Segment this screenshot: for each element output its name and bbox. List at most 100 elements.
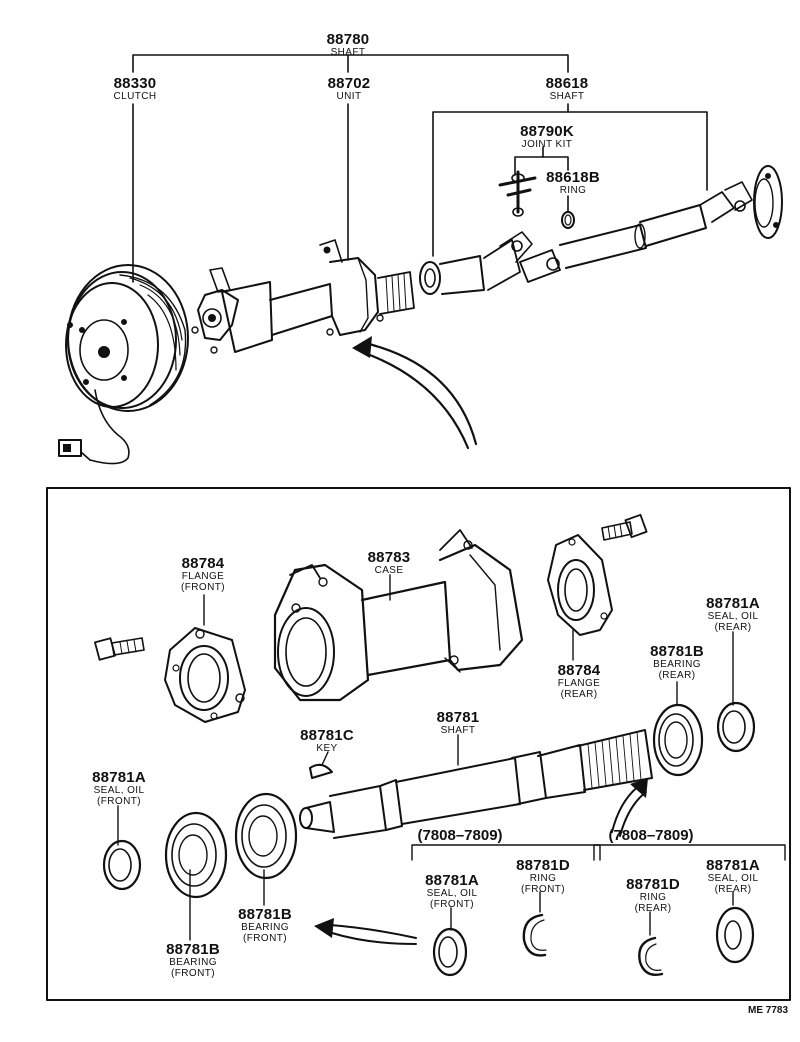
part-position: (FRONT): [521, 884, 565, 895]
part-name: FLANGE: [181, 571, 225, 582]
bearing-front-left-drawing: [164, 811, 228, 899]
ring-rear-drawing: [638, 936, 664, 976]
seal-rear-alt-drawing: [715, 906, 755, 964]
part-position: (FRONT): [243, 933, 287, 944]
part-number: 88783: [367, 549, 411, 566]
part-name: SEAL, OIL: [707, 611, 759, 622]
flange-front-drawing: [164, 627, 246, 723]
part-name: SEAL, OIL: [426, 888, 478, 899]
label-bearing-front-left: 88781B BEARING (FRONT): [166, 942, 220, 979]
label-clutch: 88330 CLUTCH: [114, 76, 157, 102]
label-bearing-rear: 88781B BEARING (REAR): [650, 644, 704, 681]
label-shaft-assy: 88780 SHAFT: [327, 32, 370, 58]
part-position: (REAR): [658, 670, 696, 681]
date-range-left: (7808–7809): [417, 827, 503, 844]
label-seal-rear-top: 88781A SEAL, OIL (REAR): [706, 596, 760, 633]
ring-front-drawing: [522, 913, 547, 957]
part-position: (REAR): [714, 884, 752, 895]
figure-code: ME 7783: [748, 1005, 789, 1016]
part-number: 88330: [113, 75, 157, 92]
part-number: 88781A: [706, 857, 760, 874]
clutch-drawing: [58, 264, 189, 465]
part-name: RING: [639, 892, 667, 903]
label-flange-rear: 88784 FLANGE (REAR): [558, 663, 601, 700]
label-shaft-rear: 88618 SHAFT: [546, 76, 589, 102]
part-name: FLANGE: [557, 678, 601, 689]
bolt-top-drawing: [601, 513, 648, 541]
label-seal-front-alt: 88781A SEAL, OIL (FRONT): [425, 873, 479, 910]
part-number: 88781B: [650, 643, 704, 660]
label-shaft: 88781 SHAFT: [437, 710, 480, 736]
part-name: SHAFT: [330, 47, 366, 58]
part-number: 88781A: [92, 769, 146, 786]
part-number: 88781D: [516, 857, 570, 874]
label-ring-rear: 88781D RING (REAR): [626, 877, 680, 914]
part-number: 88780: [326, 31, 370, 48]
label-seal-front-left: 88781A SEAL, OIL (FRONT): [92, 770, 146, 807]
part-name: CLUTCH: [113, 91, 157, 102]
label-case: 88783 CASE: [368, 550, 411, 576]
part-position: (REAR): [714, 622, 752, 633]
label-unit: 88702 UNIT: [328, 76, 371, 102]
part-number: 88781: [436, 709, 480, 726]
key-drawing: [309, 763, 333, 779]
part-number: 88784: [557, 662, 601, 679]
part-name: SHAFT: [440, 725, 476, 736]
part-position: (FRONT): [430, 899, 474, 910]
part-name: BEARING: [653, 659, 701, 670]
top-leader-lines: [132, 54, 708, 283]
label-ring: 88618B RING: [546, 170, 600, 196]
part-number: 88618B: [546, 169, 600, 186]
date-range-right: (7808–7809): [608, 827, 694, 844]
seal-front-alt-drawing: [432, 927, 468, 977]
part-number: 88781B: [166, 941, 220, 958]
label-flange-front: 88784 FLANGE (FRONT): [181, 556, 225, 593]
label-seal-rear-alt: 88781A SEAL, OIL (REAR): [706, 858, 760, 895]
flange-rear-drawing: [547, 534, 613, 636]
part-position: (FRONT): [97, 796, 141, 807]
arrow-to-bearing: [314, 918, 417, 945]
detail-leader-lines: [117, 574, 786, 941]
detail-box: [46, 487, 791, 1001]
part-name: SHAFT: [549, 91, 585, 102]
bearing-rear-drawing: [652, 703, 704, 777]
seal-front-left-drawing: [102, 839, 142, 891]
part-position: (FRONT): [171, 968, 215, 979]
label-key: 88781C KEY: [300, 728, 354, 754]
label-joint-kit: 88790K JOINT KIT: [520, 124, 574, 150]
part-name: SEAL, OIL: [93, 785, 145, 796]
part-number: 88781D: [626, 876, 680, 893]
shaft-drawing: [299, 729, 653, 839]
part-position: (REAR): [560, 689, 598, 700]
part-number: 88784: [181, 555, 225, 572]
arrow-to-shaft: [611, 778, 648, 837]
label-bearing-front-mid: 88781B BEARING (FRONT): [238, 907, 292, 944]
seal-rear-top-drawing: [716, 701, 756, 753]
rear-shaft-drawing: [419, 165, 783, 295]
part-name: UNIT: [336, 91, 362, 102]
label-ring-front: 88781D RING (FRONT): [516, 858, 570, 895]
part-name: KEY: [316, 743, 338, 754]
part-name: RING: [559, 185, 587, 196]
part-number: 88781C: [300, 727, 354, 744]
part-name: CASE: [374, 565, 404, 576]
part-number: 88781A: [706, 595, 760, 612]
part-name: BEARING: [169, 957, 217, 968]
part-position: (FRONT): [181, 582, 225, 593]
part-number: 88790K: [520, 123, 574, 140]
bolt-left-drawing: [94, 637, 145, 661]
assembly-arrow: [352, 336, 478, 450]
part-name: BEARING: [241, 922, 289, 933]
case-drawing: [273, 529, 524, 702]
part-number: 88618: [545, 75, 589, 92]
part-number: 88781A: [425, 872, 479, 889]
part-name: JOINT KIT: [521, 139, 573, 150]
part-name: RING: [529, 873, 557, 884]
part-position: (REAR): [634, 903, 672, 914]
part-number: 88702: [327, 75, 371, 92]
unit-drawing: [191, 239, 415, 354]
part-name: SEAL, OIL: [707, 873, 759, 884]
part-number: 88781B: [238, 906, 292, 923]
